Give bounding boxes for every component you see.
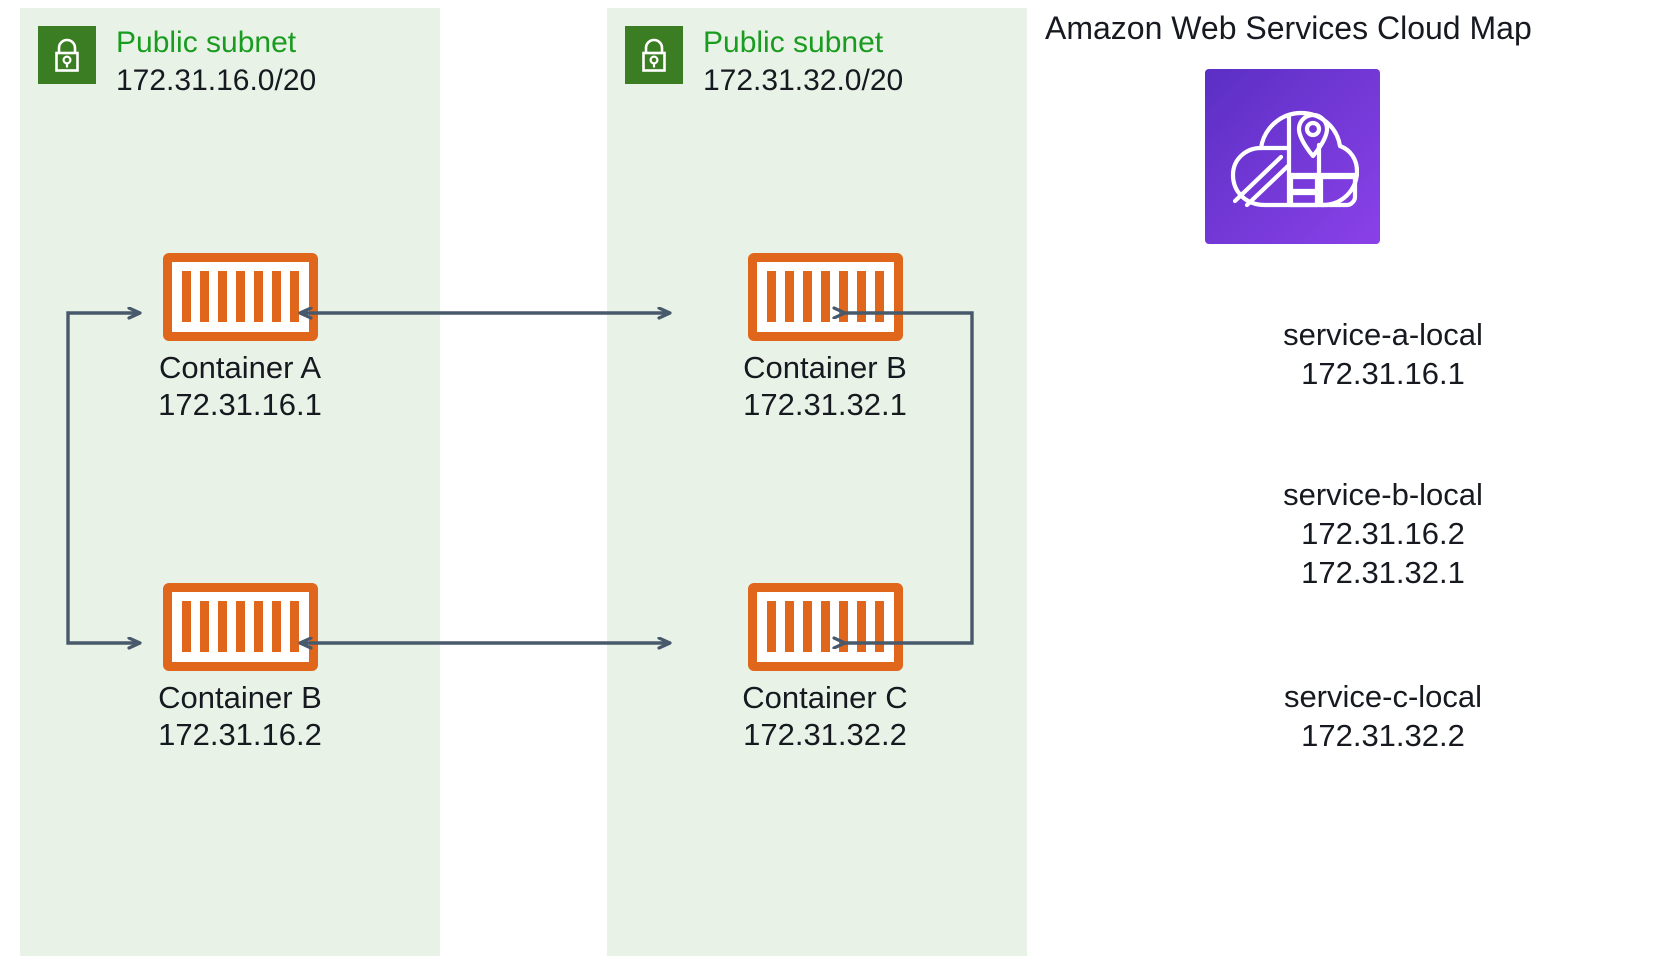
lock-icon xyxy=(625,26,683,84)
container-bar xyxy=(199,601,209,652)
container-bar xyxy=(235,601,245,652)
node-container-a[interactable]: Container A 172.31.16.1 xyxy=(90,253,390,423)
container-bar xyxy=(874,271,884,322)
container-bar xyxy=(271,271,281,322)
container-bar xyxy=(838,271,848,322)
container-bar xyxy=(874,601,884,652)
container-bar xyxy=(253,271,263,322)
lock-icon xyxy=(38,26,96,84)
container-bar xyxy=(802,601,812,652)
subnet-titles-right: Public subnet 172.31.32.0/20 xyxy=(703,26,903,97)
container-bar xyxy=(181,271,191,322)
subnet-titles-left: Public subnet 172.31.16.0/20 xyxy=(116,26,316,97)
container-bar xyxy=(820,601,830,652)
container-bar xyxy=(820,271,830,322)
subnet-header-right: Public subnet 172.31.32.0/20 xyxy=(607,8,903,97)
node-label: Container B xyxy=(743,350,907,385)
container-bar xyxy=(253,601,263,652)
node-label: Container A xyxy=(159,350,321,385)
legend-service-ip: 172.31.16.1 xyxy=(1301,356,1465,392)
legend-service-ip-secondary: 172.31.32.1 xyxy=(1301,555,1465,591)
legend-service-ip: 172.31.32.2 xyxy=(1301,718,1465,754)
subnet-cidr: 172.31.32.0/20 xyxy=(703,63,904,97)
legend-service-name: service-a-local xyxy=(1283,317,1483,352)
legend-entry-service-b: service-b-local 172.31.16.2 172.31.32.1 xyxy=(1143,475,1623,592)
node-ip: 172.31.16.1 xyxy=(158,387,322,423)
subnet-name: Public subnet xyxy=(703,26,884,59)
container-bar xyxy=(856,271,866,322)
cloud-map-title: Amazon Web Services Cloud Map xyxy=(1045,10,1532,46)
node-label: Container B xyxy=(158,680,322,715)
node-ip: 172.31.16.2 xyxy=(158,717,322,753)
subnet-public-left: Public subnet 172.31.16.0/20 Container A… xyxy=(20,8,440,956)
subnet-header-left: Public subnet 172.31.16.0/20 xyxy=(20,8,316,97)
legend-service-name: service-c-local xyxy=(1283,679,1483,714)
node-container-b-left[interactable]: Container B 172.31.16.2 xyxy=(90,583,390,753)
container-bar xyxy=(289,271,299,322)
cloud-map-legend: Amazon Web Services Cloud Map xyxy=(1045,10,1645,753)
container-bar xyxy=(271,601,281,652)
container-bar xyxy=(289,601,299,652)
node-container-b-right[interactable]: Container B 172.31.32.1 xyxy=(675,253,975,423)
container-bar xyxy=(235,271,245,322)
container-bar xyxy=(766,271,776,322)
subnet-name: Public subnet xyxy=(116,26,297,59)
container-bar xyxy=(766,601,776,652)
subnet-public-right: Public subnet 172.31.32.0/20 Container B… xyxy=(607,8,1027,956)
subnet-cidr: 172.31.16.0/20 xyxy=(116,63,317,97)
container-icon xyxy=(747,583,903,671)
cloud-map-icon xyxy=(1205,69,1380,244)
node-container-c[interactable]: Container C 172.31.32.2 xyxy=(675,583,975,753)
container-bar xyxy=(784,271,794,322)
container-bar xyxy=(838,601,848,652)
container-bar xyxy=(199,271,209,322)
container-bar xyxy=(181,601,191,652)
container-icon xyxy=(747,253,903,341)
legend-service-ip: 172.31.16.2 xyxy=(1301,516,1465,552)
container-bar xyxy=(802,271,812,322)
node-ip: 172.31.32.2 xyxy=(743,717,907,753)
node-ip: 172.31.32.1 xyxy=(743,387,907,423)
legend-entry-service-c: service-c-local 172.31.32.2 xyxy=(1143,677,1623,755)
container-bar xyxy=(856,601,866,652)
container-bar xyxy=(217,601,227,652)
node-label: Container C xyxy=(742,680,908,715)
legend-entry-service-a: service-a-local 172.31.16.1 xyxy=(1143,315,1623,393)
legend-service-name: service-b-local xyxy=(1283,477,1483,512)
container-bar xyxy=(217,271,227,322)
container-icon xyxy=(162,583,318,671)
container-icon xyxy=(162,253,318,341)
container-bar xyxy=(784,601,794,652)
